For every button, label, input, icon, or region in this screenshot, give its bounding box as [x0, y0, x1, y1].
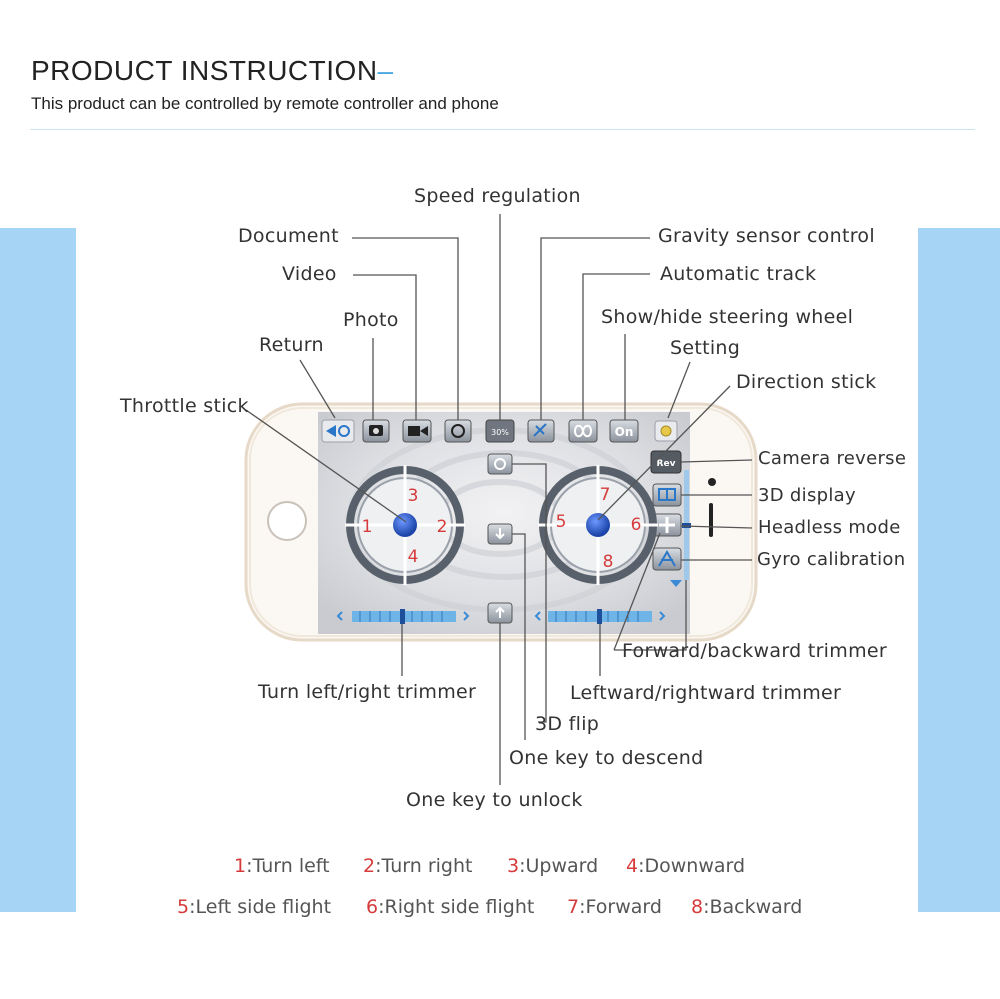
label-return: Return	[259, 334, 324, 356]
steering-wheel-toggle-icon: On	[609, 419, 639, 443]
legend-item-2: 2:Turn right	[363, 855, 473, 877]
speed-value: 30%	[491, 428, 509, 437]
3d-flip-button-icon	[487, 453, 513, 475]
document-button-icon	[444, 419, 472, 443]
track-button-icon	[568, 419, 598, 443]
stick-number-3: 3	[408, 486, 419, 506]
on-label: On	[615, 425, 634, 439]
gyro-calibration-button-icon	[652, 547, 682, 571]
label-photo: Photo	[343, 309, 399, 331]
lateral-trimmer-slider	[534, 609, 666, 624]
right-blue-band	[918, 228, 1000, 912]
stick-number-8: 8	[603, 552, 614, 572]
label-leftward-rightward-trimmer: Leftward/rightward trimmer	[570, 682, 842, 704]
video-button-icon	[402, 419, 432, 443]
gravity-sensor-button-icon	[527, 419, 555, 443]
label-direction-stick: Direction stick	[736, 371, 877, 393]
setting-button-icon	[654, 420, 678, 442]
label-throttle-stick: Throttle stick	[120, 395, 249, 417]
title-dash: –	[377, 55, 394, 86]
stick-number-6: 6	[631, 515, 642, 535]
label-turn-left-right-trimmer: Turn left/right trimmer	[258, 681, 477, 703]
label-3d-flip: 3D flip	[535, 713, 600, 735]
forward-backward-trimmer-slider	[682, 470, 691, 580]
home-button-icon	[267, 501, 307, 541]
legend-item-1: 1:Turn left	[234, 855, 330, 877]
label-camera-reverse: Camera reverse	[758, 448, 907, 469]
direction-stick-icon	[538, 465, 658, 585]
unlock-button-icon	[487, 602, 513, 624]
speaker-slot-icon	[709, 503, 713, 537]
legend-item-4: 4:Downward	[626, 855, 746, 877]
stick-number-2: 2	[437, 517, 448, 537]
label-gravity-sensor-control: Gravity sensor control	[658, 225, 875, 247]
label-video: Video	[282, 263, 337, 285]
stick-number-4: 4	[408, 547, 419, 567]
header-divider	[30, 129, 975, 130]
legend-item-7: 7:Forward	[567, 896, 662, 918]
label-show-hide-steering-wheel: Show/hide steering wheel	[601, 306, 854, 328]
throttle-stick-icon	[345, 465, 465, 585]
label-one-key-unlock: One key to unlock	[406, 789, 583, 811]
stick-number-7: 7	[600, 485, 611, 505]
left-blue-band	[0, 228, 76, 912]
label-one-key-descend: One key to descend	[509, 747, 704, 769]
legend-item-8: 8:Backward	[691, 896, 803, 918]
label-forward-backward-trimmer: Forward/backward trimmer	[622, 640, 887, 662]
label-setting: Setting	[670, 337, 741, 359]
page-title: PRODUCT INSTRUCTION–	[31, 55, 394, 86]
label-headless-mode: Headless mode	[758, 517, 901, 538]
stick-number-1: 1	[362, 517, 373, 537]
label-gyro-calibration: Gyro calibration	[757, 549, 906, 570]
speed-button-icon: 30%	[485, 419, 515, 443]
legend-item-6: 6:Right side flight	[366, 896, 535, 918]
leader-lines	[245, 214, 753, 785]
front-camera-icon	[708, 478, 716, 486]
label-document: Document	[238, 225, 339, 247]
label-speed-regulation: Speed regulation	[414, 185, 581, 207]
label-3d-display: 3D display	[758, 485, 856, 506]
3d-display-button-icon	[652, 483, 682, 507]
label-automatic-track: Automatic track	[660, 263, 817, 285]
turn-trimmer-slider	[336, 609, 470, 624]
stick-number-5: 5	[556, 512, 567, 532]
rev-label: Rev	[657, 459, 676, 469]
photo-button-icon	[362, 419, 390, 443]
page-subtitle: This product can be controlled by remote…	[31, 94, 499, 113]
legend-item-3: 3:Upward	[507, 855, 599, 877]
scroll-down-icon	[670, 580, 682, 587]
legend-item-5: 5:Left side flight	[177, 896, 332, 918]
descend-button-icon	[487, 523, 513, 545]
return-button-icon	[321, 419, 355, 443]
